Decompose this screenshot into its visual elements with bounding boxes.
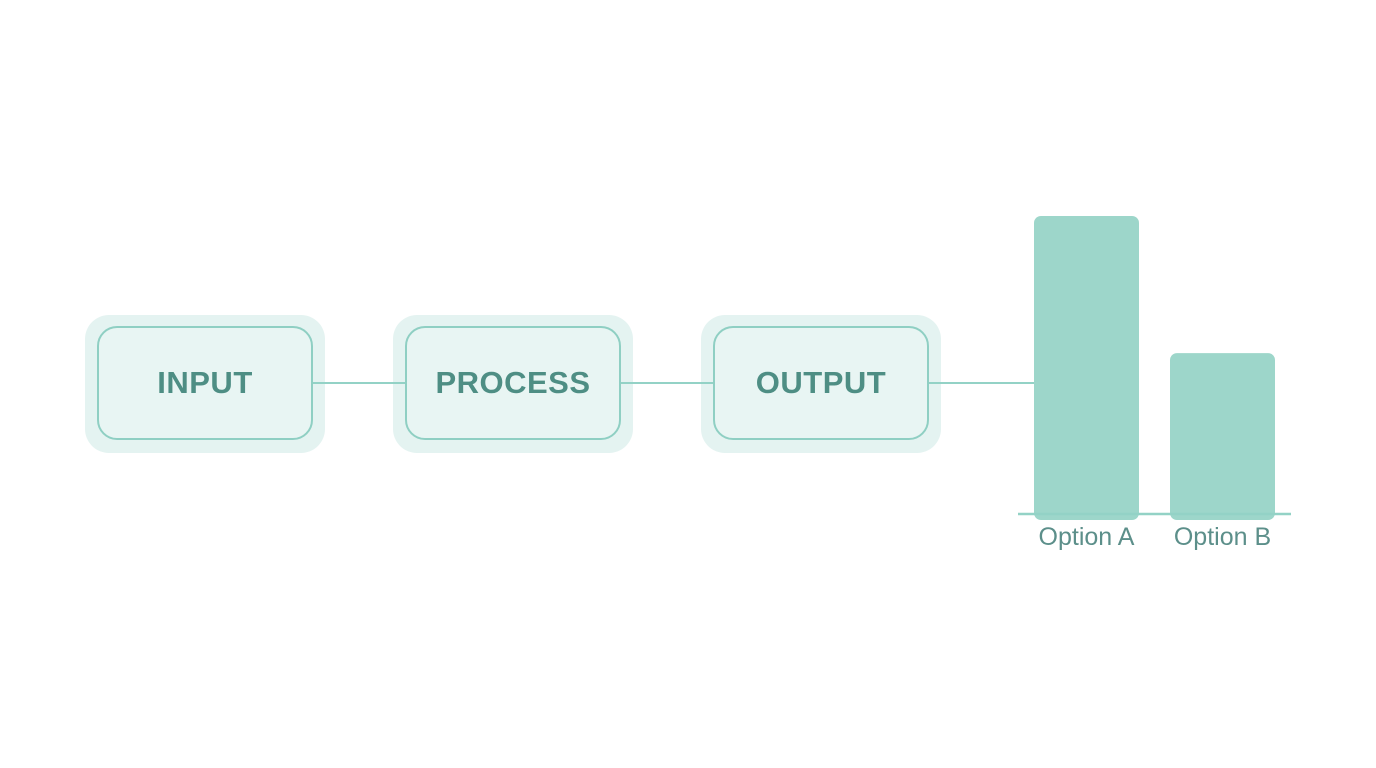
input-process-connector: [313, 382, 405, 384]
process-output-connector: [621, 382, 713, 384]
input-node: INPUT: [97, 326, 313, 440]
category-label-group: Option A Option B: [1039, 523, 1272, 551]
output-node: OUTPUT: [713, 326, 929, 440]
bar-option-b: [1170, 353, 1275, 520]
bar-group: [1034, 216, 1275, 520]
output-chart-connector: [929, 382, 1035, 384]
category-label-option-b: Option B: [1174, 523, 1271, 551]
process-node: PROCESS: [405, 326, 621, 440]
category-label-option-a: Option A: [1039, 523, 1135, 551]
bar-option-a: [1034, 216, 1139, 520]
